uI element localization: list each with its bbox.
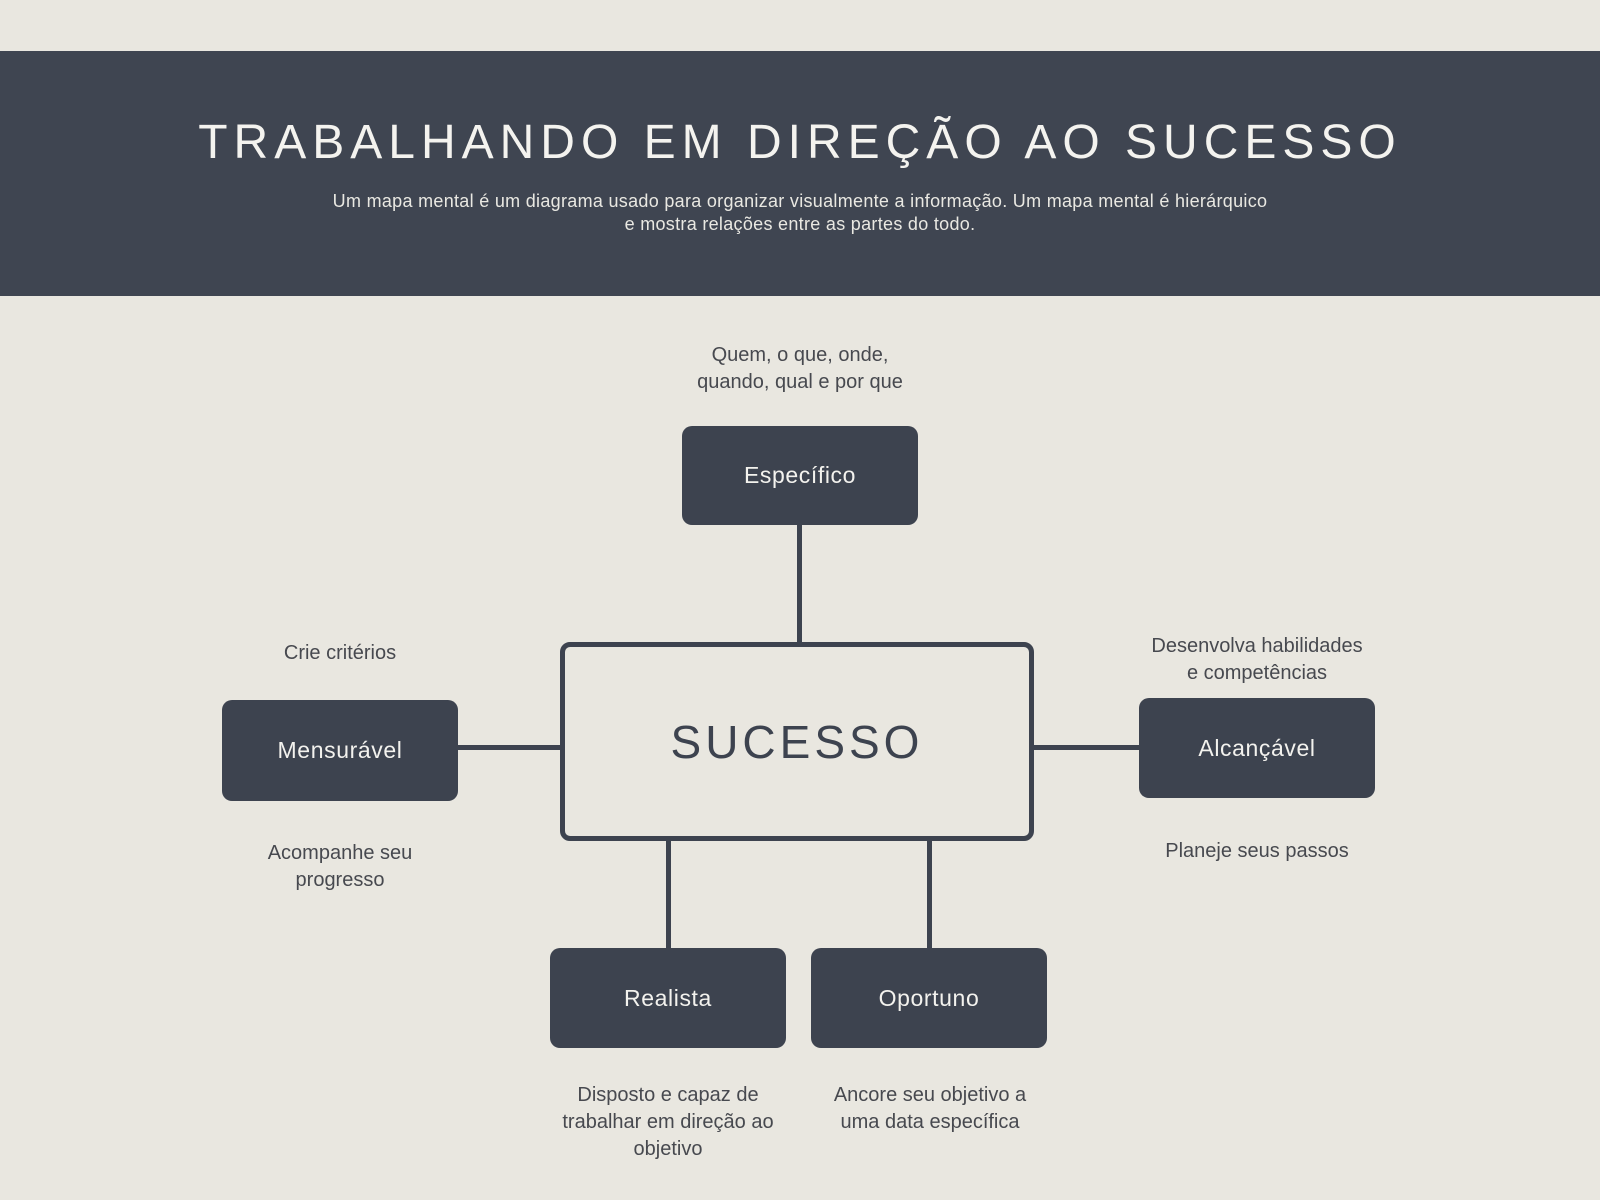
- center-node-sucesso: SUCESSO: [560, 642, 1034, 841]
- node-realista: Realista: [550, 948, 786, 1048]
- header-banner: TRABALHANDO EM DIREÇÃO AO SUCESSO Um map…: [0, 51, 1600, 296]
- connector-bottom-right: [927, 841, 932, 948]
- node-especifico: Específico: [682, 426, 918, 525]
- node-realista-label: Realista: [624, 984, 712, 1011]
- node-oportuno: Oportuno: [811, 948, 1047, 1048]
- note-mensuravel-below: Acompanhe seu progresso: [267, 842, 413, 891]
- note-realista-below: Disposto e capaz de trabalhar em direção…: [562, 1084, 774, 1160]
- note-mensuravel-above: Crie critérios: [283, 642, 397, 664]
- note-oportuno-below: Ancore seu objetivo a uma data específic…: [833, 1084, 1027, 1133]
- connector-right: [1034, 745, 1139, 750]
- note-alcancavel-above: Desenvolva habilidades e competências: [1151, 635, 1363, 684]
- connector-bottom-left: [666, 841, 671, 948]
- connector-left: [458, 745, 560, 750]
- note-especifico-above: Quem, o que, onde, quando, qual e por qu…: [697, 344, 903, 393]
- page-title: TRABALHANDO EM DIREÇÃO AO SUCESSO: [198, 116, 1402, 169]
- connector-top: [797, 525, 802, 643]
- node-alcancavel: Alcançável: [1139, 698, 1375, 798]
- node-alcancavel-label: Alcançável: [1198, 734, 1316, 761]
- node-especifico-label: Específico: [743, 462, 857, 488]
- node-oportuno-label: Oportuno: [878, 984, 980, 1011]
- page-subtitle: Um mapa mental é um diagrama usado para …: [332, 191, 1268, 234]
- note-alcancavel-below: Planeje seus passos: [1165, 840, 1349, 862]
- node-mensuravel-label: Mensurável: [277, 737, 403, 763]
- node-mensuravel: Mensurável: [222, 700, 458, 801]
- center-node-label: SUCESSO: [670, 715, 924, 768]
